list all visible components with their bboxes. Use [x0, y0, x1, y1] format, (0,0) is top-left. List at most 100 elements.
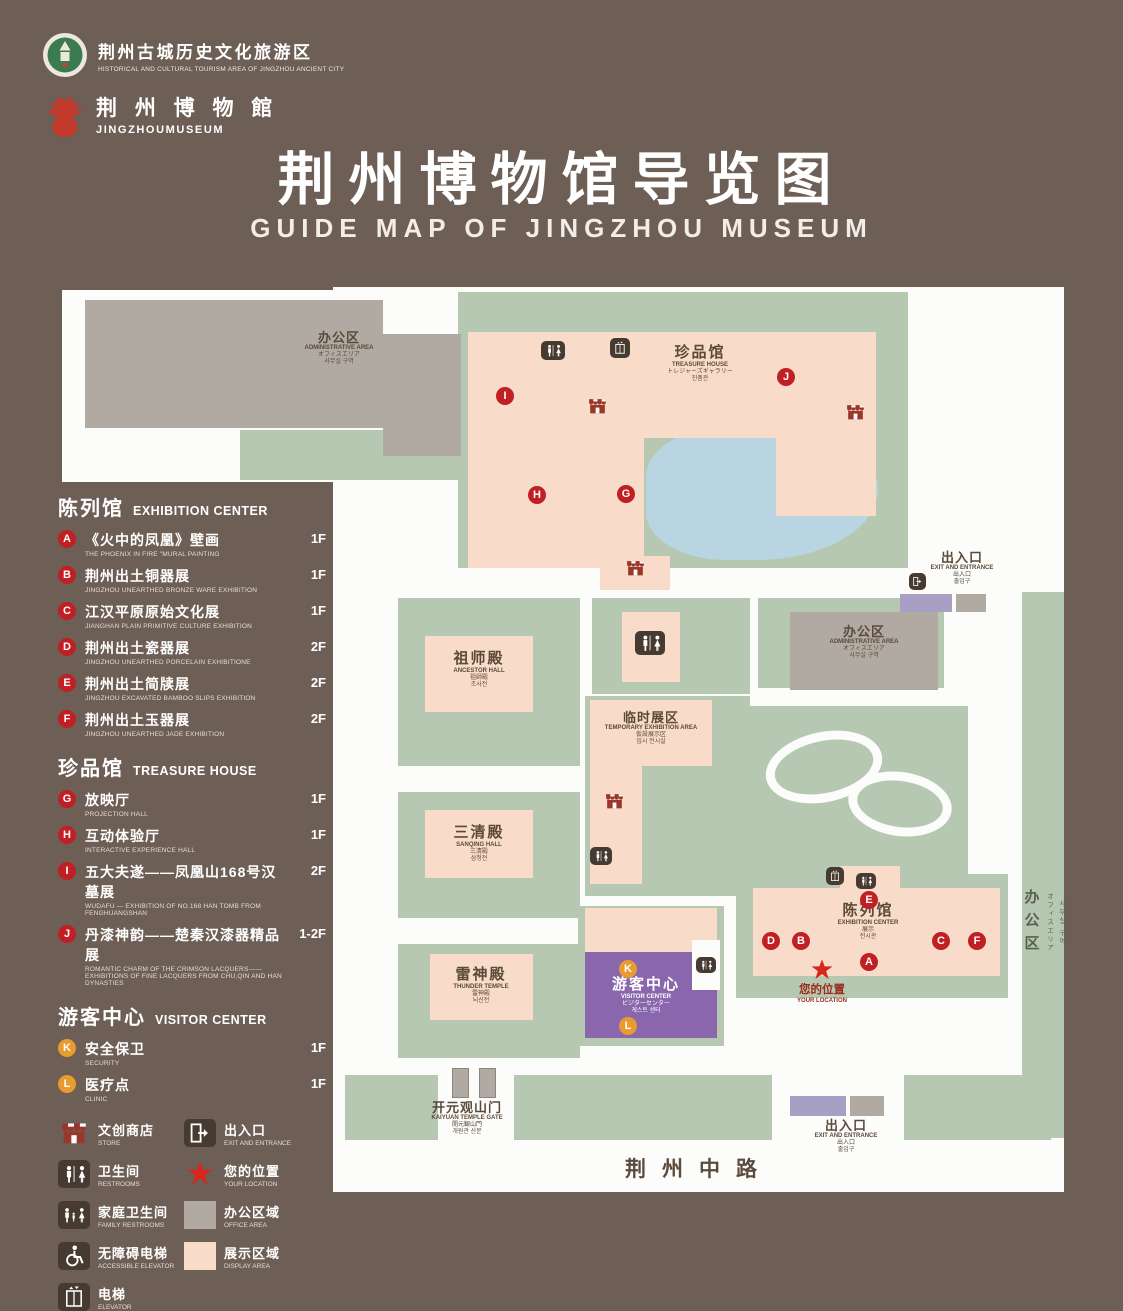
elevator-icon	[610, 338, 630, 358]
marker-G: G	[58, 790, 76, 808]
office-icon	[184, 1201, 216, 1229]
display-icon	[184, 1242, 216, 1270]
tourism-emblem-icon	[42, 32, 88, 78]
exit-icon	[184, 1119, 216, 1147]
floor-label: 2F	[311, 863, 326, 878]
deer-logo-icon	[42, 90, 84, 138]
building-treasure-west	[468, 438, 644, 568]
map-marker-J: J	[777, 368, 795, 386]
marker-D: D	[58, 638, 76, 656]
museum-title: 荆 州 博 物 館	[96, 92, 278, 122]
floor-label: 2F	[311, 711, 326, 726]
map-marker-F: F	[968, 932, 986, 950]
office-strip-jp: オフィスエリア	[1044, 893, 1054, 953]
marker-B: B	[58, 566, 76, 584]
map-marker-E: E	[860, 891, 878, 909]
store-icon	[58, 1119, 90, 1147]
marker-L: L	[58, 1075, 76, 1093]
floor-label: 1F	[311, 827, 326, 842]
floor-label: 1F	[311, 1076, 326, 1091]
south-exit-block	[790, 1096, 846, 1116]
floor-label: 2F	[311, 675, 326, 690]
floor-label: 1F	[311, 531, 326, 546]
map-marker-K: K	[619, 960, 637, 978]
map-marker-A: A	[860, 953, 878, 971]
map-marker-D: D	[762, 932, 780, 950]
floor-label: 1F	[311, 791, 326, 806]
tourism-area-subtitle: HISTORICAL AND CULTURAL TOURISM AREA OF …	[98, 66, 344, 73]
building-treasure-east	[776, 438, 876, 516]
building-temporary-exhibition-wing	[590, 766, 642, 884]
marker-J: J	[58, 925, 76, 943]
restroom-icon	[541, 341, 565, 360]
store-icon	[845, 402, 866, 422]
tourism-area-logo: 荆州古城历史文化旅游区 HISTORICAL AND CULTURAL TOUR…	[42, 32, 344, 78]
restroom-icon	[58, 1160, 90, 1188]
building-admin-northwest-wing	[383, 334, 461, 456]
your-location-star	[810, 958, 834, 982]
gate-tower	[452, 1068, 469, 1098]
map-marker-L: L	[619, 1017, 637, 1035]
floor-label: 2F	[311, 639, 326, 654]
south-exit-block	[850, 1096, 884, 1116]
marker-I: I	[58, 862, 76, 880]
page-subtitle: GUIDE MAP OF JINGZHOU MUSEUM	[0, 213, 1123, 244]
store-icon	[625, 558, 646, 578]
floor-label: 1F	[311, 567, 326, 582]
museum-logo: 荆 州 博 物 館 JINGZHOUMUSEUM	[42, 90, 278, 138]
road-label: 荆州中路	[625, 1153, 773, 1183]
map-marker-H: H	[528, 486, 546, 504]
marker-C: C	[58, 602, 76, 620]
elevator-icon	[826, 867, 844, 885]
marker-H: H	[58, 826, 76, 844]
page-title: 荆州博物馆导览图	[0, 134, 1123, 216]
office-strip-kr: 사무실 구역	[1056, 900, 1066, 946]
marker-K: K	[58, 1039, 76, 1057]
accessible-icon	[58, 1242, 90, 1270]
map-marker-I: I	[496, 387, 514, 405]
